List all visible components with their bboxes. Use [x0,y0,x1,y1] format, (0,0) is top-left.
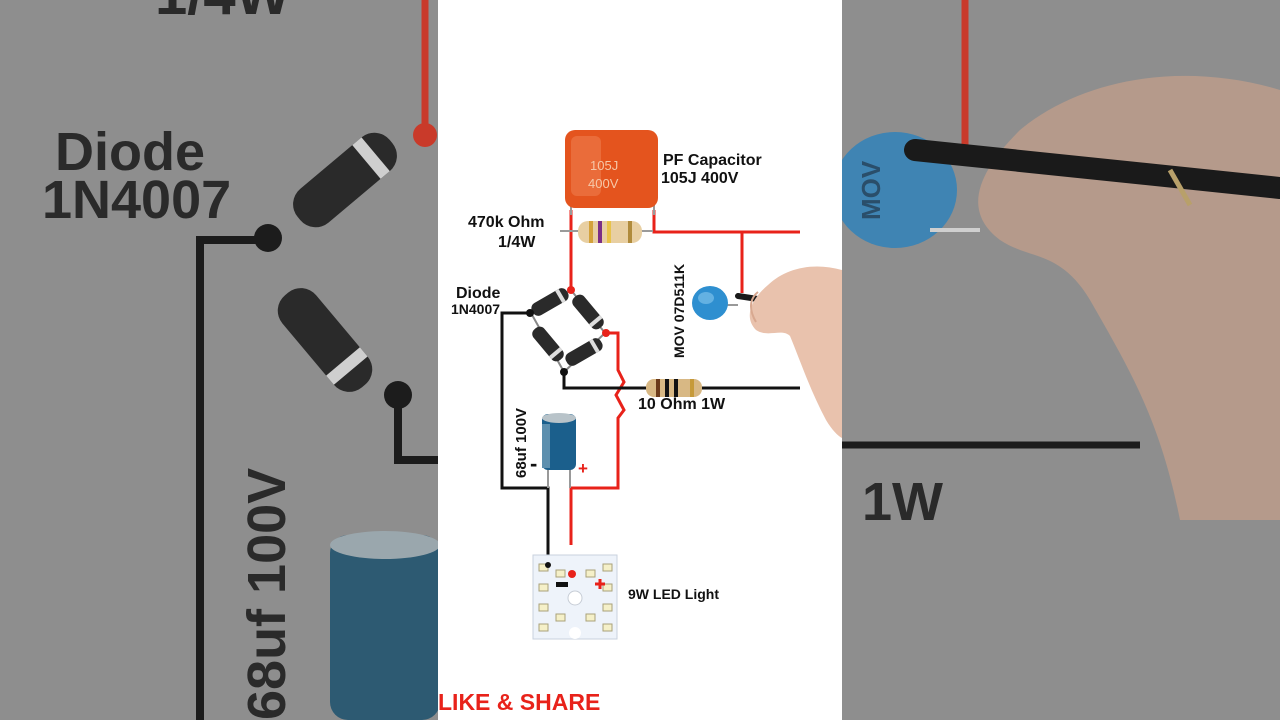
mov-varistor [692,286,738,320]
like-share-text: LIKE & SHARE [438,689,601,715]
bridge-rectifier [526,286,610,376]
resistor-470k [560,221,653,243]
diode-label: Diode [456,285,501,302]
bg-text-rating: 1W [862,472,943,532]
capacitor-value: 105J 400V [661,170,739,187]
mov-label: MOV 07D511K [671,263,687,358]
resistor1-label: 470k Ohm [468,214,545,231]
resistor-10-ohm [646,379,702,397]
capacitor-print-2: 400V [588,176,619,191]
minus-sign: - [530,451,538,476]
led-label: 9W LED Light [628,586,719,602]
bg-hand-with-pen [904,75,1280,520]
bg-text-diode: Diode [55,122,205,182]
circuit-diagram: 105J 400V [500,130,800,640]
bg-text-electrolytic: 68uf 100V [237,468,297,720]
circuit-panel: 105J 400V [438,0,842,720]
film-capacitor-105j: 105J 400V [565,130,658,215]
capacitor-label: PF Capacitor [663,152,762,169]
resistor1-rating: 1/4W [498,234,536,251]
red-wires [569,210,800,545]
led-board [532,554,618,640]
electrolytic-capacitor-68uf [542,413,576,488]
bg-electrolytic-capacitor [330,531,440,720]
diode-model: 1N4007 [451,301,501,317]
electrolytic-label: 68uf 100V [513,407,530,478]
plus-sign: + [578,459,588,478]
bg-text-top: 1/4W [155,0,291,27]
bg-text-mov: MOV [856,160,886,220]
bg-diode-lower [277,288,373,392]
bg-diode-upper [293,132,397,228]
capacitor-print-1: 105J [590,158,618,173]
resistor2-label: 10 Ohm 1W [638,396,726,413]
bg-text-diode-model: 1N4007 [42,170,231,230]
